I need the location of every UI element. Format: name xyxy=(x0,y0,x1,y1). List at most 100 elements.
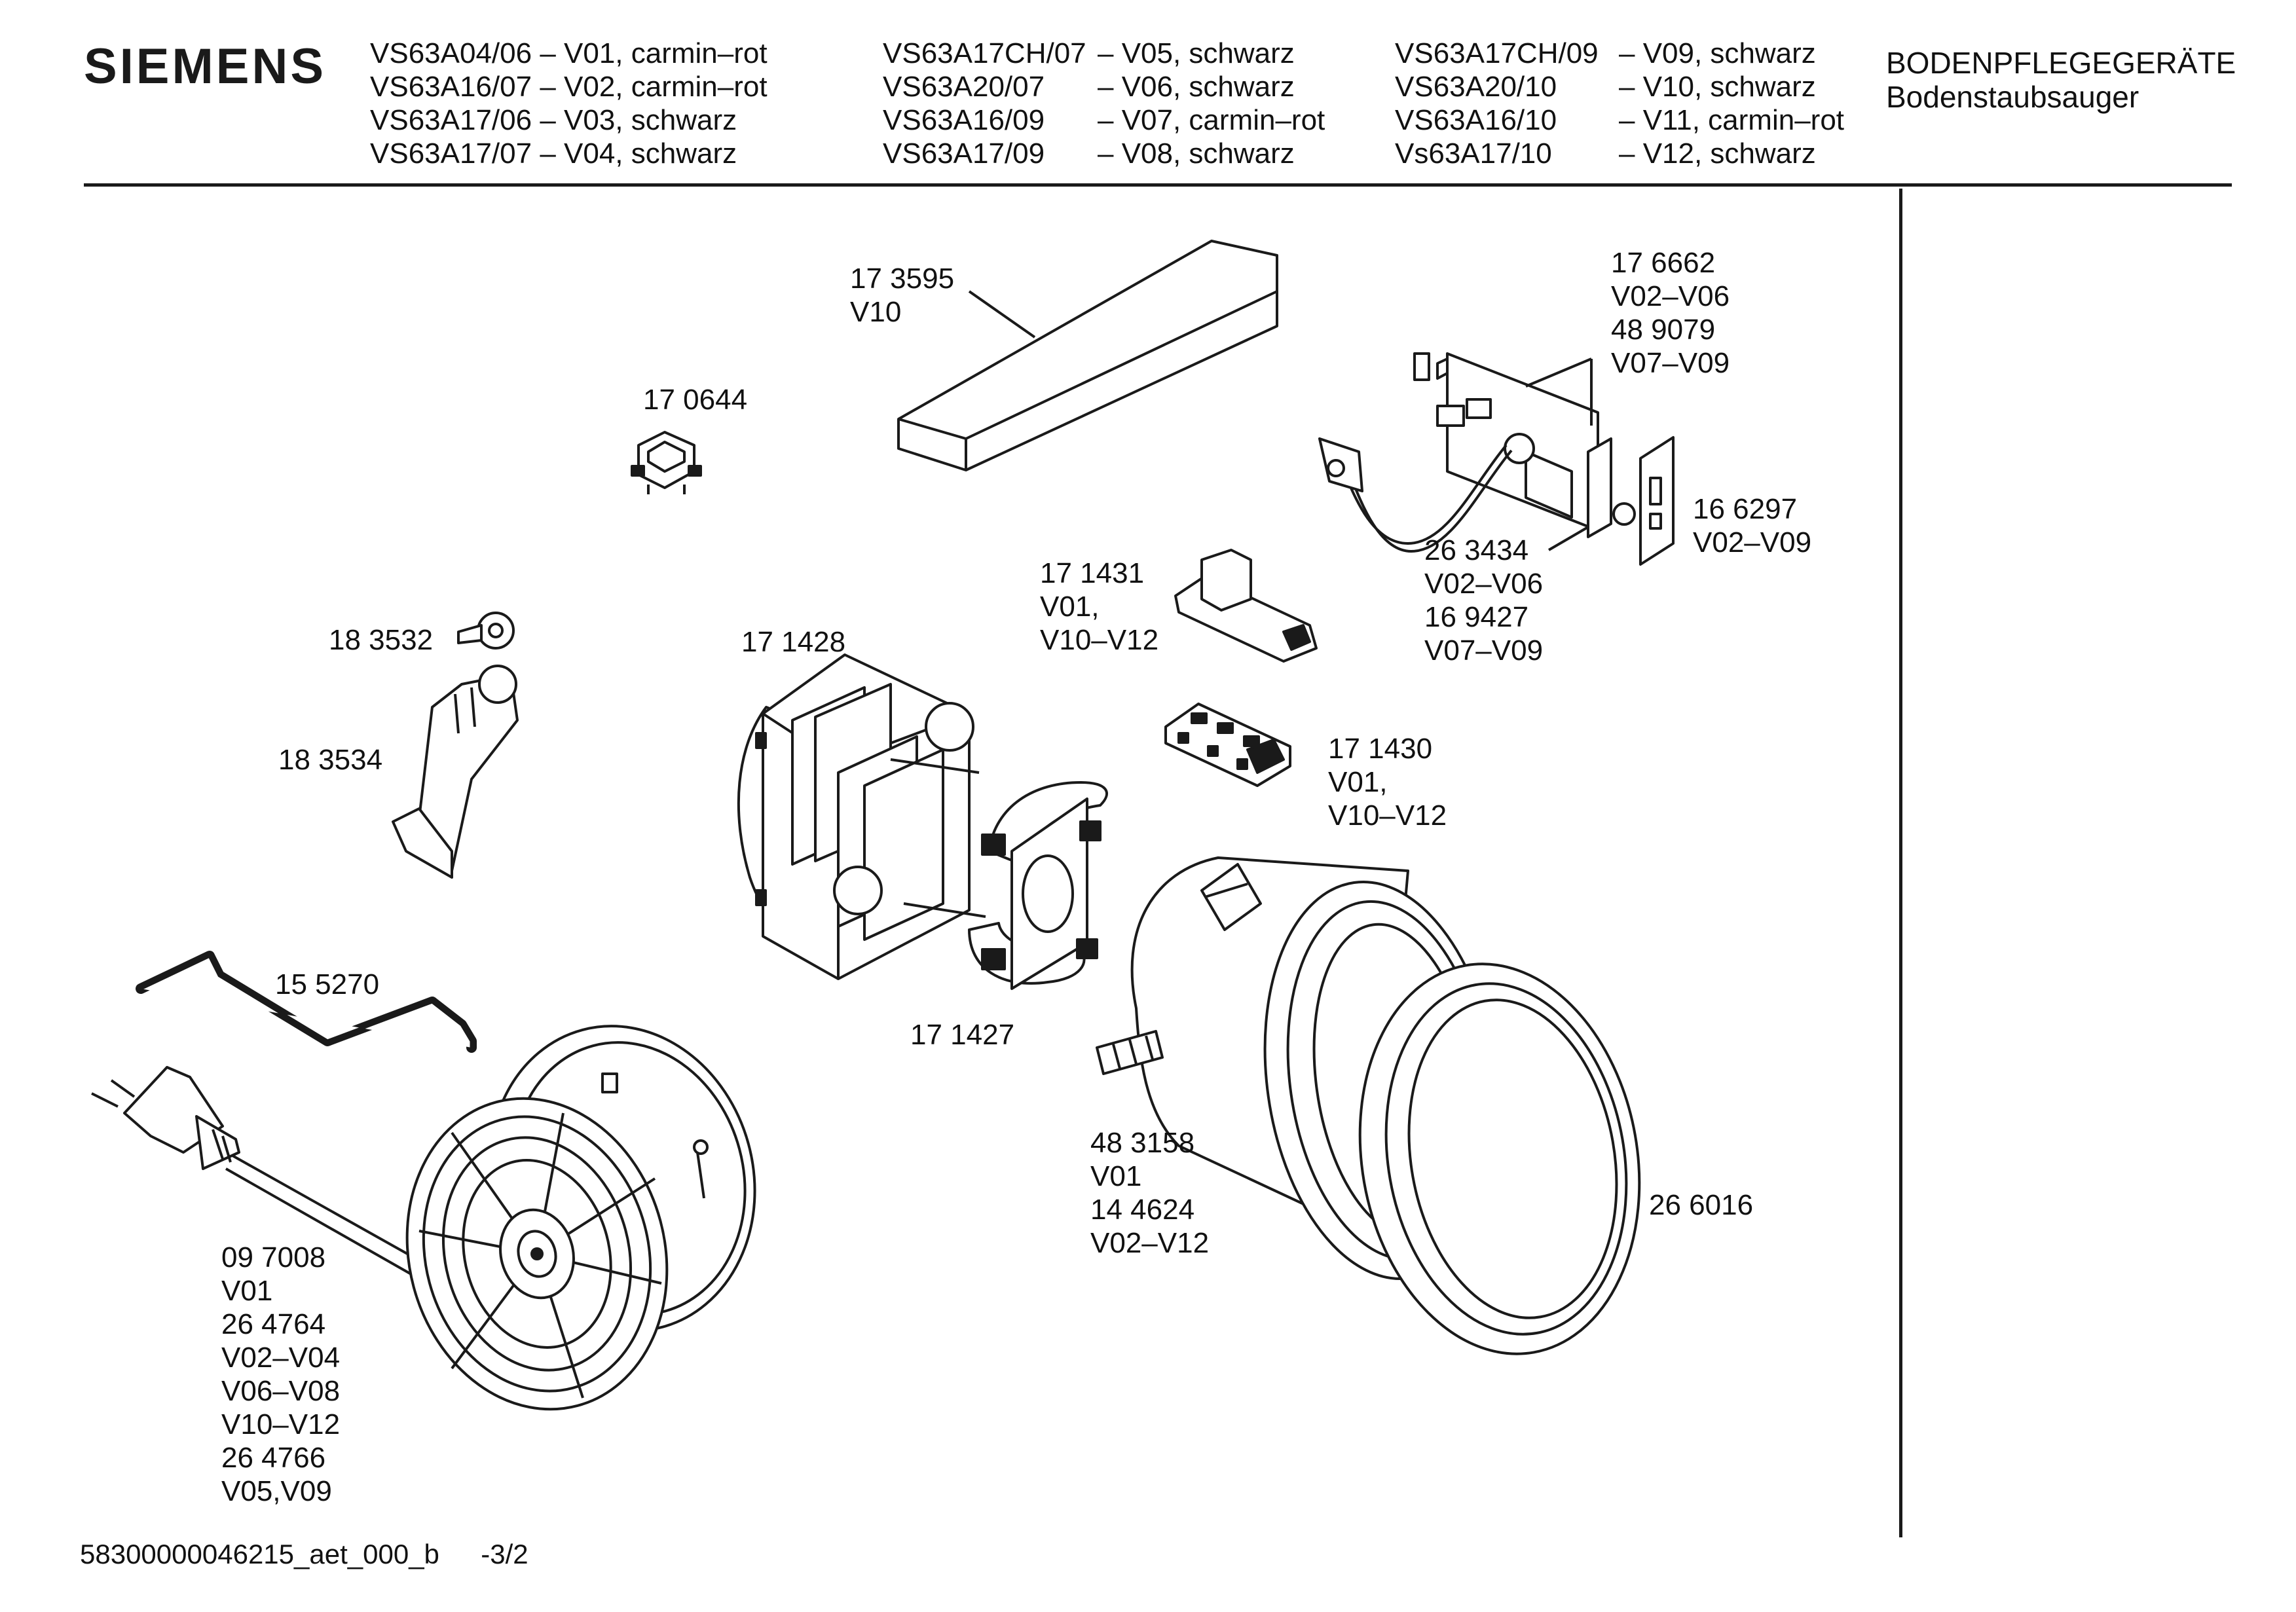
model-variant: – V05, schwarz xyxy=(1098,37,1295,69)
model-list-col2-names: VS63A17CH/07 VS63A20/07 VS63A16/09 VS63A… xyxy=(883,37,1086,170)
category-title: BODENPFLEGEGERÄTE xyxy=(1886,46,2236,80)
part-171431-slide-switch xyxy=(1174,549,1318,663)
variant-range: V02–V06 xyxy=(1611,280,1730,312)
part-097008-cable-reel xyxy=(91,1025,756,1411)
variant-range: V01, xyxy=(1328,766,1388,798)
label-part-183532: 18 3532 xyxy=(329,623,433,657)
right-margin-divider xyxy=(1899,189,1902,1537)
siemens-logo: SIEMENS xyxy=(84,39,327,94)
label-part-166297: 16 6297 V02–V09 xyxy=(1693,492,1811,559)
category-block: BODENPFLEGEGERÄTE Bodenstaubsauger xyxy=(1886,46,2236,114)
leader-263434 xyxy=(1547,526,1589,551)
part-number: 14 4624 xyxy=(1090,1194,1195,1226)
part-number: 15 5270 xyxy=(275,968,380,1000)
label-part-171427: 17 1427 xyxy=(910,1018,1014,1052)
model-list-col3-names: VS63A17CH/09 VS63A20/10 VS63A16/10 Vs63A… xyxy=(1395,37,1599,170)
label-part-183534: 18 3534 xyxy=(278,743,382,777)
leader-173595 xyxy=(968,290,1036,339)
variant-range: V02–V12 xyxy=(1090,1227,1210,1259)
label-part-155270: 15 5270 xyxy=(275,968,379,1001)
part-number: 17 6662 xyxy=(1611,247,1716,279)
model-variant: – V07, carmin–rot xyxy=(1098,104,1325,136)
model-list-col2-variants: – V05, schwarz – V06, schwarz – V07, car… xyxy=(1098,37,1325,170)
label-part-170644: 17 0644 xyxy=(643,383,747,416)
part-number: 48 9079 xyxy=(1611,314,1716,346)
label-part-263434: 26 3434 V02–V06 16 9427 V07–V09 xyxy=(1424,534,1543,667)
part-number: 26 6016 xyxy=(1649,1189,1754,1221)
document-id: 58300000046215_aet_000_b xyxy=(80,1539,439,1569)
part-number: 16 6297 xyxy=(1693,493,1798,525)
part-183534-holder xyxy=(392,665,519,879)
footer: 58300000046215_aet_000_b -3/2 xyxy=(80,1539,528,1570)
model-variant: – V06, schwarz xyxy=(1098,71,1295,103)
variant-range: V07–V09 xyxy=(1611,347,1730,379)
model-name: Vs63A17/10 xyxy=(1395,137,1552,170)
variant-range: V10–V12 xyxy=(1328,799,1447,832)
model-line: VS63A17/06 – V03, schwarz xyxy=(370,104,737,136)
part-number: 26 4764 xyxy=(221,1308,326,1340)
part-number: 17 1427 xyxy=(910,1019,1015,1051)
variant-range: V10–V12 xyxy=(1040,624,1159,656)
part-number: 26 4766 xyxy=(221,1442,326,1474)
label-part-171430: 17 1430 V01, V10–V12 xyxy=(1328,732,1447,832)
model-variant: – V11, carmin–rot xyxy=(1619,104,1845,136)
part-170644-switch xyxy=(631,431,702,494)
part-171428-motor-field xyxy=(737,653,986,980)
part-number: 17 0644 xyxy=(643,384,748,416)
model-variant: – V10, schwarz xyxy=(1619,71,1816,103)
model-list-col1: VS63A04/06 – V01, carmin–rot VS63A16/07 … xyxy=(370,37,768,170)
part-number: 16 9427 xyxy=(1424,601,1529,633)
part-number: 17 1428 xyxy=(741,626,846,658)
label-part-173595: 17 3595 V10 xyxy=(850,262,954,329)
part-171427-brush-holder xyxy=(968,781,1108,990)
label-part-171431: 17 1431 V01, V10–V12 xyxy=(1040,557,1158,657)
variant-range: V10–V12 xyxy=(221,1408,341,1440)
part-number: 17 1431 xyxy=(1040,557,1145,589)
model-name: VS63A17/09 xyxy=(883,137,1045,170)
model-name: VS63A20/07 xyxy=(883,71,1045,103)
part-number: 26 3434 xyxy=(1424,534,1529,566)
part-173595-filter-plate xyxy=(897,240,1278,471)
part-183532-clip xyxy=(457,612,515,650)
label-part-266016: 26 6016 xyxy=(1649,1188,1753,1222)
label-part-097008: 09 7008 V01 26 4764 V02–V04 V06–V08 V10–… xyxy=(221,1241,340,1508)
model-line: VS63A16/07 – V02, carmin–rot xyxy=(370,71,768,103)
model-name: VS63A16/10 xyxy=(1395,104,1557,136)
part-number: 48 3158 xyxy=(1090,1127,1195,1159)
label-part-176662: 17 6662 V02–V06 48 9079 V07–V09 xyxy=(1611,246,1730,380)
model-variant: – V12, schwarz xyxy=(1619,137,1816,170)
variant-range: V10 xyxy=(850,296,902,328)
model-line: VS63A04/06 – V01, carmin–rot xyxy=(370,37,768,69)
page-number: -3/2 xyxy=(481,1539,528,1569)
model-variant: – V08, schwarz xyxy=(1098,137,1295,170)
model-name: VS63A17CH/07 xyxy=(883,37,1086,69)
variant-range: V01, xyxy=(1040,591,1100,623)
variant-range: V01 xyxy=(1090,1160,1142,1192)
variant-range: V02–V09 xyxy=(1693,526,1812,559)
model-variant: – V09, schwarz xyxy=(1619,37,1816,69)
part-number: 18 3534 xyxy=(278,744,383,776)
part-155270-wire-bracket xyxy=(136,951,477,1053)
model-list-col3-variants: – V09, schwarz – V10, schwarz – V11, car… xyxy=(1619,37,1844,170)
label-part-171428: 17 1428 xyxy=(741,625,845,659)
variant-range: V01 xyxy=(221,1275,273,1307)
part-number: 17 1430 xyxy=(1328,733,1433,765)
variant-range: V06–V08 xyxy=(221,1375,341,1407)
part-266016-seal-ring xyxy=(1358,962,1641,1355)
variant-range: V07–V09 xyxy=(1424,634,1544,667)
part-166297-bracket xyxy=(1639,436,1675,566)
model-line: VS63A17/07 – V04, schwarz xyxy=(370,137,737,170)
part-171430-circuit-board xyxy=(1164,703,1291,787)
header-divider xyxy=(84,183,2232,187)
category-subtitle: Bodenstaubsauger xyxy=(1886,80,2139,114)
part-number: 17 3595 xyxy=(850,263,955,295)
variant-range: V05,V09 xyxy=(221,1475,332,1507)
part-176662-control-module xyxy=(1318,352,1636,553)
model-name: VS63A17CH/09 xyxy=(1395,37,1599,69)
variant-range: V02–V04 xyxy=(221,1342,341,1374)
model-name: VS63A16/09 xyxy=(883,104,1045,136)
model-name: VS63A20/10 xyxy=(1395,71,1557,103)
variant-range: V02–V06 xyxy=(1424,568,1544,600)
part-number: 18 3532 xyxy=(329,624,434,656)
